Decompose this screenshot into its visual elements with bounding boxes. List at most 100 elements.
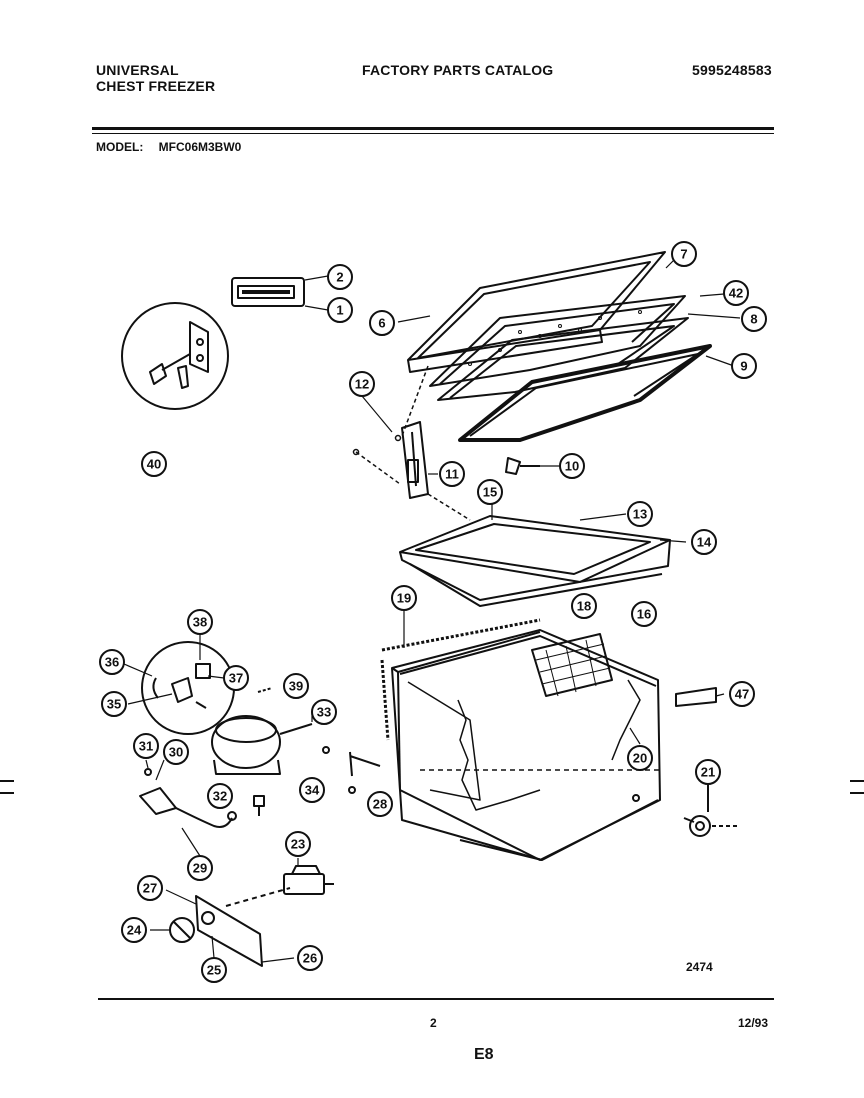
callout-23: 23	[285, 831, 311, 857]
callout-label: 8	[750, 312, 757, 327]
drain-tube-part	[349, 751, 381, 777]
handle-trim-part	[231, 277, 305, 307]
callout-21: 21	[695, 759, 721, 785]
thermostat-part	[225, 865, 334, 907]
callout-40: 40	[141, 451, 167, 477]
callout-12: 12	[349, 371, 375, 397]
callout-label: 7	[680, 247, 687, 262]
lid-outer-part	[407, 251, 666, 373]
part-number: 5995248583	[692, 62, 772, 78]
nameplate-part	[675, 687, 717, 707]
callout-label: 33	[317, 705, 331, 720]
model-line: MODEL: MFC06M3BW0	[96, 140, 253, 154]
callout-label: 34	[305, 783, 320, 798]
callout-16: 16	[631, 601, 657, 627]
callout-2: 2	[327, 264, 353, 290]
hinge-part	[401, 421, 429, 499]
callout-label: 30	[169, 745, 183, 760]
section-code: E8	[474, 1046, 494, 1063]
callout-26: 26	[297, 945, 323, 971]
brand-line-2: CHEST FREEZER	[96, 78, 216, 94]
callout-label: 38	[193, 615, 207, 630]
leader-lines	[123, 257, 741, 963]
catalog-date: 12/93	[738, 1016, 769, 1030]
callout-label: 27	[143, 881, 157, 896]
callout-label: 25	[207, 963, 221, 978]
callout-label: 16	[637, 607, 651, 622]
drawing-number: 2474	[686, 960, 713, 974]
callout-39: 39	[283, 673, 309, 699]
callout-30: 30	[163, 739, 189, 765]
callout-27: 27	[137, 875, 163, 901]
callout-label: 35	[107, 697, 121, 712]
callout-9: 9	[731, 353, 757, 379]
overload-wire-part	[139, 787, 237, 828]
callout-label: 29	[193, 861, 207, 876]
lid-screw-part	[505, 457, 540, 475]
header-rule	[92, 127, 774, 130]
callout-35: 35	[101, 691, 127, 717]
callout-label: 40	[147, 457, 161, 472]
callout-label: 9	[740, 359, 747, 374]
callout-19: 19	[391, 585, 417, 611]
model-value: MFC06M3BW0	[158, 140, 242, 154]
callout-47: 47	[729, 681, 755, 707]
callout-31: 31	[133, 733, 159, 759]
callout-label: 11	[445, 467, 459, 482]
header-rule-thin	[92, 133, 774, 134]
callout-label: 1	[336, 303, 343, 318]
control-panel-part	[195, 895, 263, 967]
callout-20: 20	[627, 745, 653, 771]
callout-37: 37	[223, 665, 249, 691]
callout-32: 32	[207, 783, 233, 809]
compressor-part	[211, 687, 330, 775]
callout-label: 14	[697, 535, 712, 550]
callout-label: 10	[565, 459, 579, 474]
callout-label: 19	[397, 591, 411, 606]
callout-25: 25	[201, 957, 227, 983]
relay-detail-circle	[141, 641, 235, 735]
callout-13: 13	[627, 501, 653, 527]
callout-bubbles: 1267428912111040151314161819383637393533…	[99, 241, 767, 983]
freezer-cabinet	[380, 618, 661, 861]
callout-label: 24	[127, 923, 142, 938]
callout-38: 38	[187, 609, 213, 635]
callout-7: 7	[671, 241, 697, 267]
callout-label: 28	[373, 797, 387, 812]
callout-29: 29	[187, 855, 213, 881]
callout-8: 8	[741, 306, 767, 332]
callout-1: 1	[327, 297, 353, 323]
callout-15: 15	[477, 479, 503, 505]
brand-line-1: UNIVERSAL	[96, 62, 179, 78]
callout-label: 12	[355, 377, 369, 392]
callout-10: 10	[559, 453, 585, 479]
callout-label: 2	[336, 270, 343, 285]
page-number: 2	[430, 1016, 437, 1030]
callout-24: 24	[121, 917, 147, 943]
callout-18: 18	[571, 593, 597, 619]
callout-label: 47	[735, 687, 749, 702]
callout-label: 6	[378, 316, 385, 331]
catalog-title: FACTORY PARTS CATALOG	[362, 62, 554, 78]
callout-label: 32	[213, 789, 227, 804]
lid-inner-panel	[437, 317, 689, 401]
hinge-detail-circle	[121, 302, 229, 410]
lid-gasket-part	[458, 344, 712, 442]
callout-label: 26	[303, 951, 317, 966]
callout-label: 23	[291, 837, 305, 852]
wire-basket-part	[531, 633, 613, 697]
grommet-parts	[144, 768, 356, 816]
brand-block: UNIVERSAL CHEST FREEZER	[96, 62, 215, 94]
callout-42: 42	[723, 280, 749, 306]
model-label: MODEL:	[96, 140, 144, 154]
callout-label: 18	[577, 599, 591, 614]
callout-label: 36	[105, 655, 119, 670]
callout-6: 6	[369, 310, 395, 336]
callout-label: 21	[701, 765, 715, 780]
callout-34: 34	[299, 777, 325, 803]
callout-label: 39	[289, 679, 303, 694]
callout-36: 36	[99, 649, 125, 675]
callout-28: 28	[367, 791, 393, 817]
callout-label: 42	[729, 286, 743, 301]
callout-label: 13	[633, 507, 647, 522]
